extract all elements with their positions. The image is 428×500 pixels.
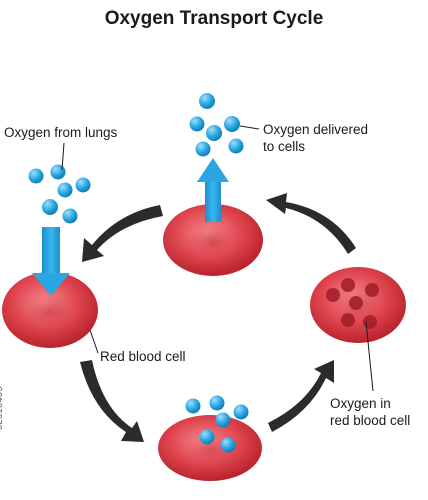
arrow-right-to-top <box>266 193 356 254</box>
leader-red-blood-cell <box>89 329 99 354</box>
up-arrow-head <box>197 158 229 182</box>
bottom-oxygen-molecules <box>185 395 249 453</box>
label-red-blood-cell: Red blood cell <box>100 349 186 364</box>
cycle-arrows <box>80 193 356 442</box>
label-oxygen-in-line1: Oxygen in <box>330 396 391 411</box>
arrow-left-to-bottom <box>80 360 144 442</box>
top-oxygen-molecules <box>189 93 244 157</box>
label-oxygen-from-lungs: Oxygen from lungs <box>4 125 118 140</box>
label-oxygen-delivered-line1: Oxygen delivered <box>263 122 369 137</box>
label-oxygen-in-line2: red blood cell <box>330 413 411 428</box>
right-cell <box>310 267 406 343</box>
down-arrow-head <box>32 273 70 296</box>
leader-oxygen-in-rbc <box>365 321 374 392</box>
down-arrow-shaft <box>42 227 60 275</box>
top-cell <box>163 158 263 276</box>
label-oxygen-in-rbc: Oxygen in red blood cell <box>330 395 410 429</box>
page-title: Oxygen Transport Cycle <box>104 8 324 29</box>
label-oxygen-delivered-line2: to cells <box>263 139 306 154</box>
leader-oxygen-from-lungs <box>61 142 65 171</box>
leader-lines <box>61 125 374 392</box>
leader-oxygen-delivered <box>239 125 260 130</box>
bottom-cell <box>158 415 262 481</box>
arrow-bottom-to-right <box>268 360 334 432</box>
arrow-top-to-left <box>82 205 163 262</box>
up-arrow-shaft <box>205 180 221 222</box>
label-oxygen-delivered: Oxygen delivered to cells <box>263 121 368 155</box>
left-cell <box>2 227 98 348</box>
left-oxygen-molecules <box>28 164 91 224</box>
image-id: 62610405 <box>0 385 4 430</box>
